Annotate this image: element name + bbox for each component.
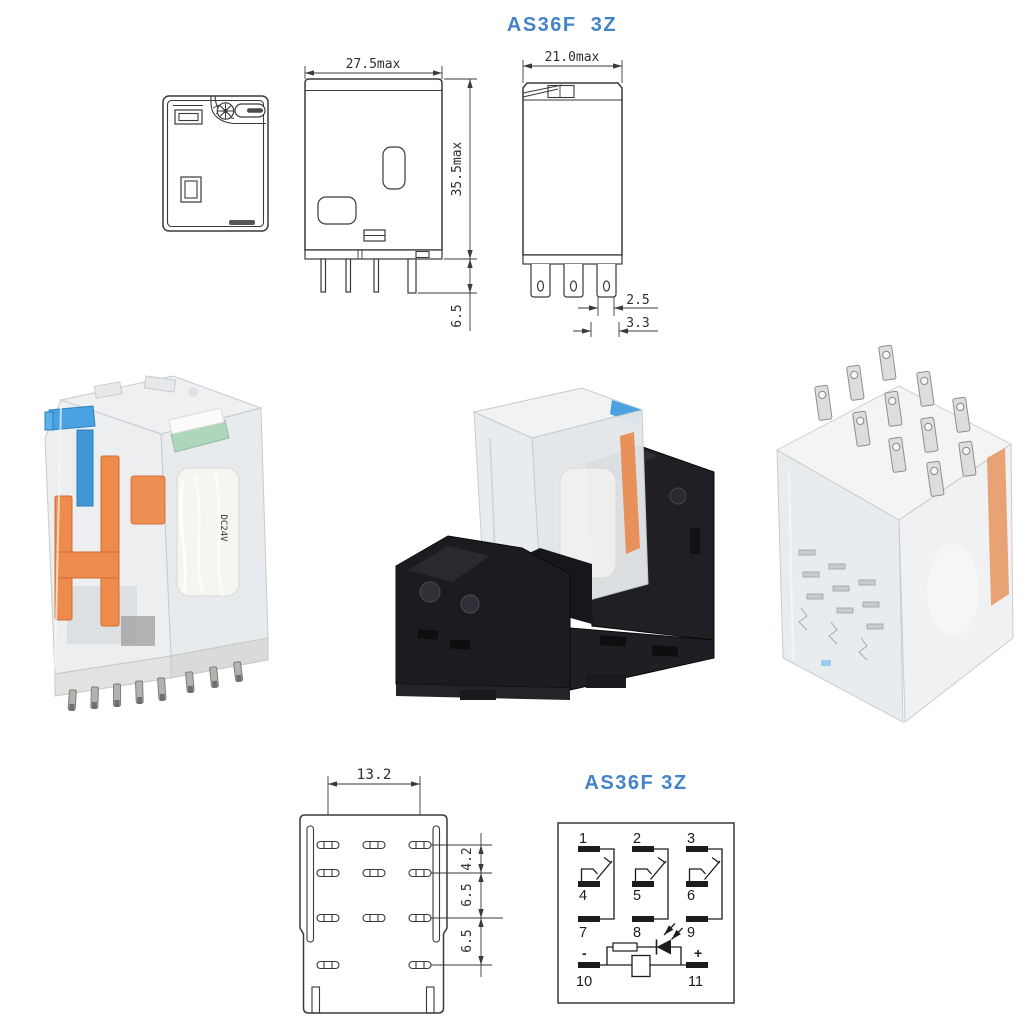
relay-pins [67, 661, 244, 712]
dim-label-pin-span: 13.2 [357, 767, 392, 783]
side-view-drawing: 27.5max 35.5max 6.5 [304, 57, 477, 331]
relay-lug-pins [530, 264, 617, 298]
contact-stack [798, 549, 884, 630]
mount-slot [425, 986, 435, 1014]
din-rail-foot [586, 674, 626, 688]
window-slot [317, 196, 357, 225]
dim-label-pin-length: 6.5 [450, 304, 465, 327]
armature-orange [620, 432, 640, 554]
pin-label: 6 [687, 888, 695, 904]
dim-label-width: 27.5max [346, 57, 401, 72]
coil-symbol [631, 954, 651, 978]
front-view-drawing [162, 95, 269, 232]
dimension-drawings-top: AS36F 3Z [162, 14, 658, 337]
schematic-pole-1: 1 4 7 [578, 831, 615, 941]
schematic-coil-circuit: - 10 + 11 [576, 923, 708, 990]
relay-lug-pins [814, 344, 977, 497]
bottom-view-drawing: 13.2 4.2 6.5 6.5 [299, 767, 503, 1014]
pin-label: 3 [687, 831, 695, 847]
screw-terminal [419, 581, 441, 603]
vent-slot [382, 146, 406, 190]
pin-slots [316, 840, 432, 970]
dim-label-depth: 21.0max [545, 50, 600, 65]
resistor-symbol [612, 942, 638, 952]
led-symbol [655, 923, 683, 955]
armature-orange [54, 455, 166, 627]
blue-detail [821, 660, 831, 666]
wiring-schematic: AS36F 3Z 1 4 7 2 5 8 [557, 772, 735, 1004]
relay-internals: DC24V [44, 403, 240, 669]
dim-label-pin-tip: 3.3 [626, 316, 649, 331]
mount-slot [311, 986, 321, 1014]
photo-relay-pins-up [775, 344, 1014, 723]
photo-relay-with-socket [395, 387, 715, 700]
relay-pin [345, 258, 352, 293]
relay-internals [788, 448, 1009, 666]
relay-pin [320, 258, 327, 293]
pin-label: 7 [579, 925, 587, 941]
dim-label-row-pitch-mid: 6.5 [460, 883, 475, 906]
pin-label: 2 [633, 831, 641, 847]
pin-label: 4 [579, 888, 587, 904]
schematic-pole-3: 3 6 9 [686, 831, 723, 941]
side-window [180, 176, 202, 203]
page-title: AS36F 3Z [507, 14, 617, 36]
side-channel [306, 825, 315, 943]
relay-pin-wide [407, 258, 417, 294]
dim-label-row-pitch-bot: 6.5 [460, 929, 475, 952]
armature-orange [987, 448, 1009, 606]
dim-label-pin-width: 2.5 [626, 293, 649, 308]
pin-label: 10 [576, 974, 592, 990]
schematic-title: AS36F 3Z [584, 772, 687, 794]
pin-label: 11 [688, 974, 703, 990]
polarity-plus-label: + [694, 945, 702, 961]
pin-label: 1 [579, 831, 587, 847]
relay-base [522, 254, 623, 265]
release-clip [522, 84, 563, 98]
socket-right-lower [460, 627, 715, 700]
socket-front-block [395, 535, 592, 700]
dim-label-row-pitch-top: 4.2 [460, 847, 475, 870]
screw-terminal [460, 594, 480, 614]
pin-label: 9 [687, 925, 695, 941]
din-rail-foot [460, 690, 496, 700]
schematic-pole-2: 2 5 8 [632, 831, 669, 941]
side-channel [432, 825, 441, 943]
pin-label: 5 [633, 888, 641, 904]
coil-bobbin [176, 467, 240, 597]
relay-pin [373, 258, 380, 293]
photo-relay-transparent: DC24V [44, 375, 269, 712]
dim-label-height: 35.5max [450, 141, 465, 196]
coil-marking-label: DC24V [218, 514, 228, 542]
profile-view-drawing: 21.0max 2.5 [522, 50, 658, 337]
pin-label: 8 [633, 925, 641, 941]
indicator-wheel-icon [216, 102, 235, 120]
polarity-minus-label: - [582, 945, 587, 961]
